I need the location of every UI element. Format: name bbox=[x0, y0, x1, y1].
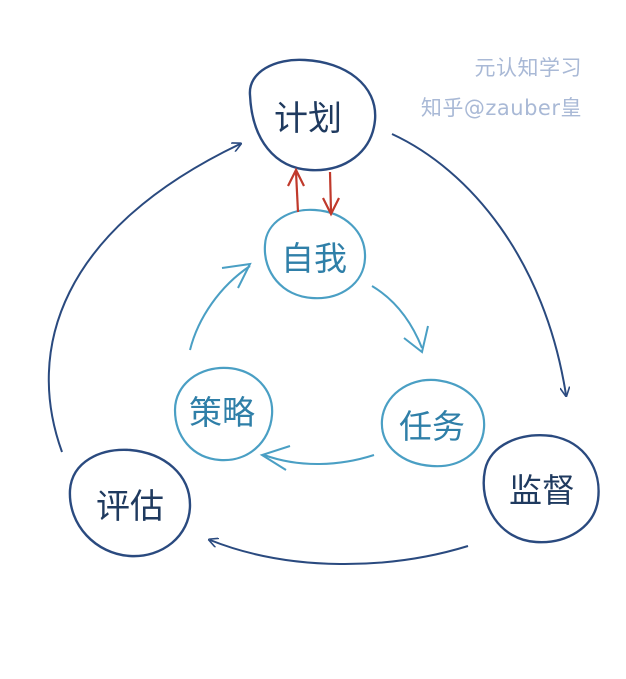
self-to-task-arrow bbox=[371, 285, 423, 349]
monitor-to-evaluate-arrow bbox=[210, 540, 469, 566]
task-node-circle bbox=[380, 378, 486, 468]
plan-label: 计划 bbox=[274, 99, 342, 139]
task-label: 任务 bbox=[399, 407, 465, 446]
watermark-line-2: 知乎@zauber皇 bbox=[420, 96, 582, 120]
monitor-label: 监督 bbox=[509, 471, 575, 510]
task-to-strategy-arrow bbox=[263, 454, 375, 465]
strategy-to-self-arrow bbox=[189, 265, 251, 351]
plan-to-monitor-arrow bbox=[391, 133, 566, 395]
plan-to-self-arrow bbox=[328, 171, 333, 213]
task-to-strategy-arrowhead bbox=[259, 445, 291, 471]
monitor-node-circle bbox=[482, 434, 600, 544]
plan-to-self-arrowhead bbox=[322, 197, 340, 217]
strategy-label: 策略 bbox=[189, 393, 255, 432]
evaluate-label: 评估 bbox=[96, 487, 164, 527]
self-to-task-arrowhead bbox=[403, 325, 429, 354]
evaluate-node-circle bbox=[68, 448, 192, 558]
self-label: 自我 bbox=[281, 239, 347, 278]
watermark-line-1: 元认知学习 bbox=[474, 56, 582, 80]
plan-node-circle bbox=[248, 58, 377, 172]
self-to-plan-arrowhead bbox=[287, 167, 305, 187]
evaluate-to-plan-arrow bbox=[47, 144, 240, 453]
strategy-to-self-arrowhead bbox=[221, 262, 252, 289]
self-to-plan-arrow bbox=[294, 171, 300, 213]
strategy-node-circle bbox=[173, 366, 274, 462]
